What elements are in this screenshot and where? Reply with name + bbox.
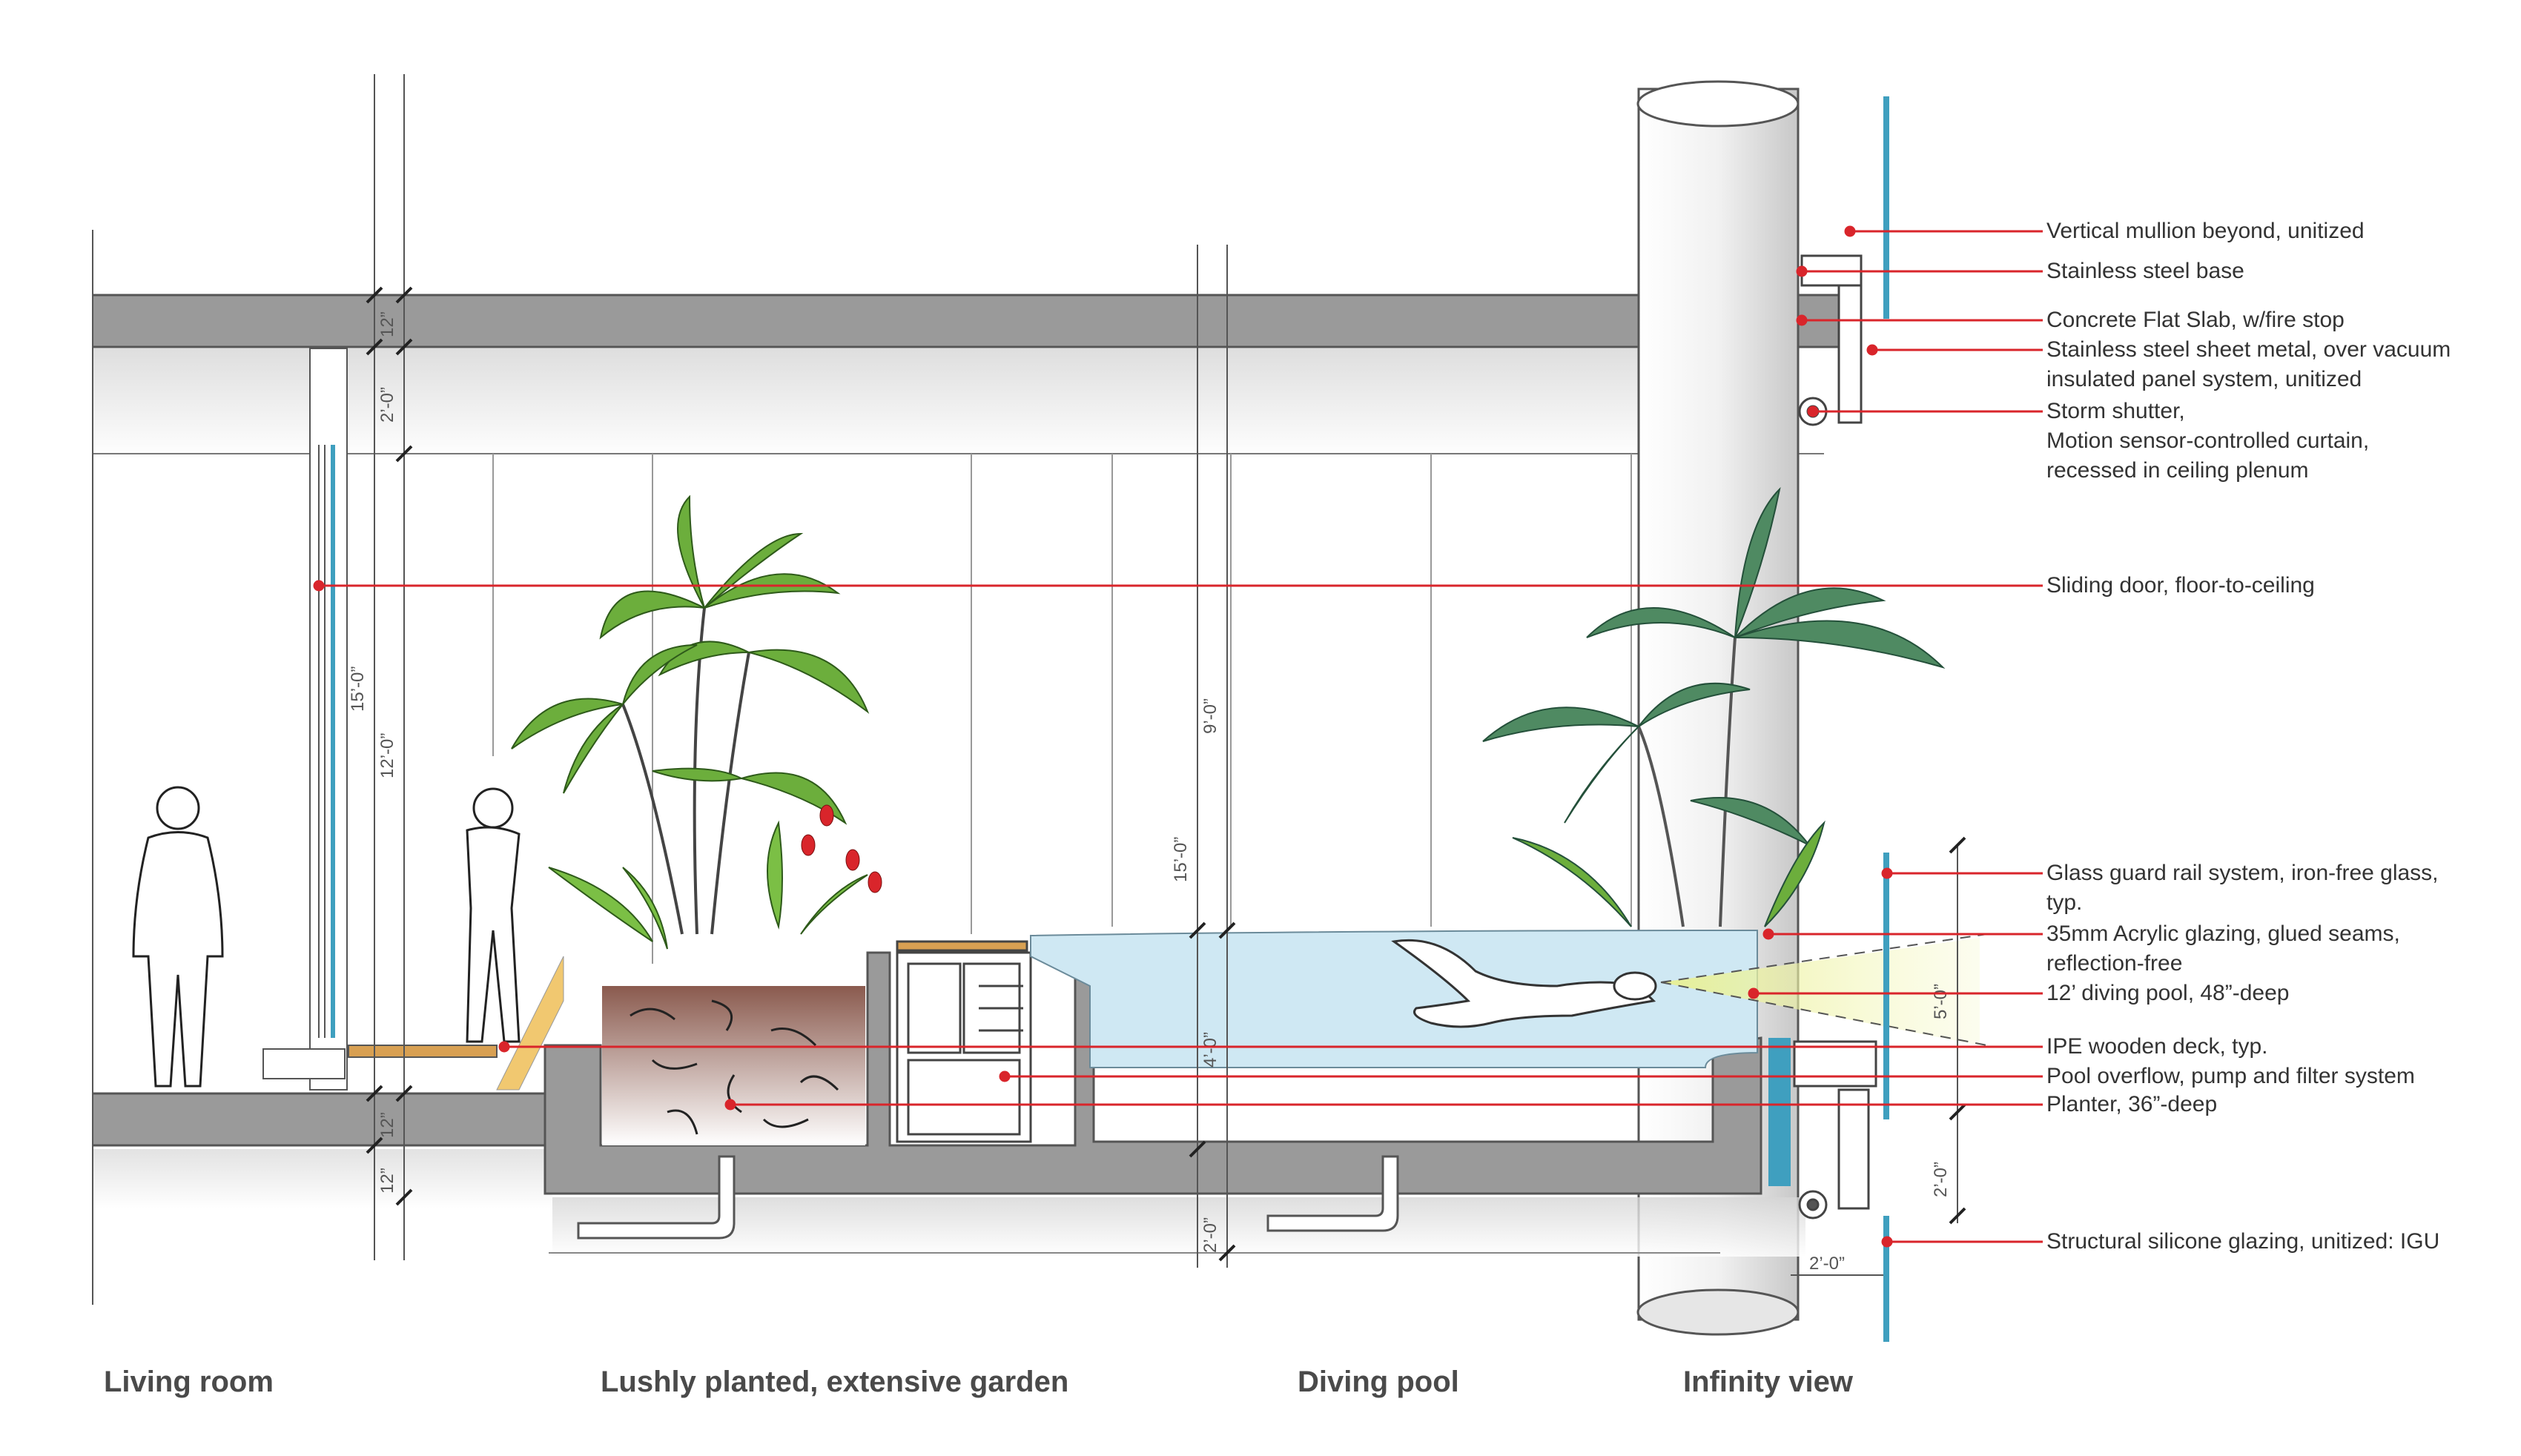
ipe-deck-board: [348, 1045, 498, 1058]
dimension-labels: 12” 2’-0” 15’-0” 12’-0” 12” 12” 15’-0” 9…: [348, 311, 1951, 1274]
callout-text: Stainless steel base: [2046, 259, 2244, 283]
callout-text: insulated panel system, unitized: [2046, 367, 2362, 391]
background-verticals: [492, 454, 1632, 964]
callout-glass-guard-rail: Glass guard rail system, iron-free glass…: [2046, 858, 2439, 918]
dim-pool-slab: 2’-0”: [1200, 1217, 1220, 1253]
callout-text: Structural silicone glazing, unitized: I…: [2046, 1229, 2440, 1254]
pool-garden-structure: [543, 951, 1805, 1257]
garden-palms: [511, 494, 870, 950]
person-silhouette-living: [132, 786, 224, 1088]
callout-planter: Planter, 36”-deep: [2046, 1090, 2217, 1119]
infinity-palms: [1482, 486, 1946, 927]
callout-text: Planter, 36”-deep: [2046, 1092, 2218, 1116]
callout-sliding-door: Sliding door, floor-to-ceiling: [2046, 571, 2315, 600]
callout-vertical-mullion: Vertical mullion beyond, unitized: [2046, 216, 2365, 246]
callout-text: Concrete Flat Slab, w/fire stop: [2046, 308, 2345, 332]
callout-concrete-slab: Concrete Flat Slab, w/fire stop: [2046, 305, 2345, 335]
callout-acrylic-glazing: 35mm Acrylic glazing, glued seams, reflec…: [2046, 919, 2400, 979]
dim-pool-clear: 9’-0”: [1200, 698, 1220, 734]
swimmer-figure: [1391, 939, 1657, 1028]
dim-facade-depth: 2’-0”: [1809, 1254, 1845, 1274]
dim-slab-top: 12”: [377, 311, 397, 337]
dim-rail-base: 2’-0”: [1931, 1162, 1951, 1197]
callout-text: 12’ diving pool, 48”-deep: [2046, 981, 2290, 1005]
callout-diving-pool: 12’ diving pool, 48”-deep: [2046, 979, 2289, 1008]
drain-pipes: [577, 1155, 1399, 1240]
dim-slab-bottom: 12”: [377, 1168, 397, 1194]
callout-ipe-deck: IPE wooden deck, typ.: [2046, 1032, 2268, 1062]
dim-rail-height: 5’-0”: [1931, 984, 1951, 1019]
callout-text: Sliding door, floor-to-ceiling: [2046, 573, 2315, 598]
callout-text: Motion sensor-controlled curtain,: [2046, 428, 2370, 453]
callout-text: recessed in ceiling plenum: [2046, 458, 2309, 483]
callout-text: Glass guard rail system, iron-free glass…: [2046, 861, 2439, 885]
light-beam: [1661, 938, 1980, 1045]
pool-water: [1030, 929, 1758, 1068]
garden-flowers: [801, 804, 882, 893]
dim-pool-height: 15’-0”: [1171, 837, 1191, 882]
pump-room: [896, 940, 1032, 1143]
callout-text: Storm shutter,: [2046, 399, 2185, 423]
dimension-lines: [92, 74, 1966, 1305]
callout-structural-glazing: Structural silicone glazing, unitized: I…: [2046, 1227, 2439, 1257]
callout-stainless-sheet: Stainless steel sheet metal, over vacuum…: [2046, 335, 2451, 394]
living-floor-slab: [93, 1092, 552, 1208]
callout-text: Pool overflow, pump and filter system: [2046, 1064, 2415, 1088]
callout-text: IPE wooden deck, typ.: [2046, 1034, 2268, 1059]
upper-slab: [93, 294, 1857, 460]
deck-ramp: [496, 956, 564, 1091]
callout-text: reflection-free: [2046, 951, 2183, 976]
callout-text: 35mm Acrylic glazing, glued seams,: [2046, 921, 2400, 946]
callout-text: typ.: [2046, 890, 2083, 915]
callout-pool-overflow: Pool overflow, pump and filter system: [2046, 1062, 2415, 1091]
dim-slab-mid: 12”: [377, 1112, 397, 1138]
dim-ceiling-height: 12’-0”: [377, 733, 397, 778]
sliding-door: [262, 348, 348, 1091]
person-figure-garden: [466, 787, 521, 1043]
callout-text: Stainless steel sheet metal, over vacuum: [2046, 337, 2451, 362]
leader-lines: [313, 225, 2043, 1248]
zone-label-garden: Lushly planted, extensive garden: [601, 1366, 1069, 1398]
planter-soil: [602, 986, 865, 1145]
dim-door-height: 15’-0”: [348, 666, 368, 712]
callout-stainless-base: Stainless steel base: [2046, 257, 2244, 286]
zone-label-living-room: Living room: [104, 1366, 274, 1398]
dim-pool-depth: 4’-0”: [1200, 1032, 1220, 1068]
zone-label-infinity-view: Infinity view: [1683, 1366, 1853, 1398]
callout-text: Vertical mullion beyond, unitized: [2046, 219, 2365, 243]
zone-label-diving-pool: Diving pool: [1298, 1366, 1459, 1398]
dim-plenum: 2’-0”: [377, 387, 397, 423]
callout-storm-shutter: Storm shutter, Motion sensor-controlled c…: [2046, 397, 2369, 486]
